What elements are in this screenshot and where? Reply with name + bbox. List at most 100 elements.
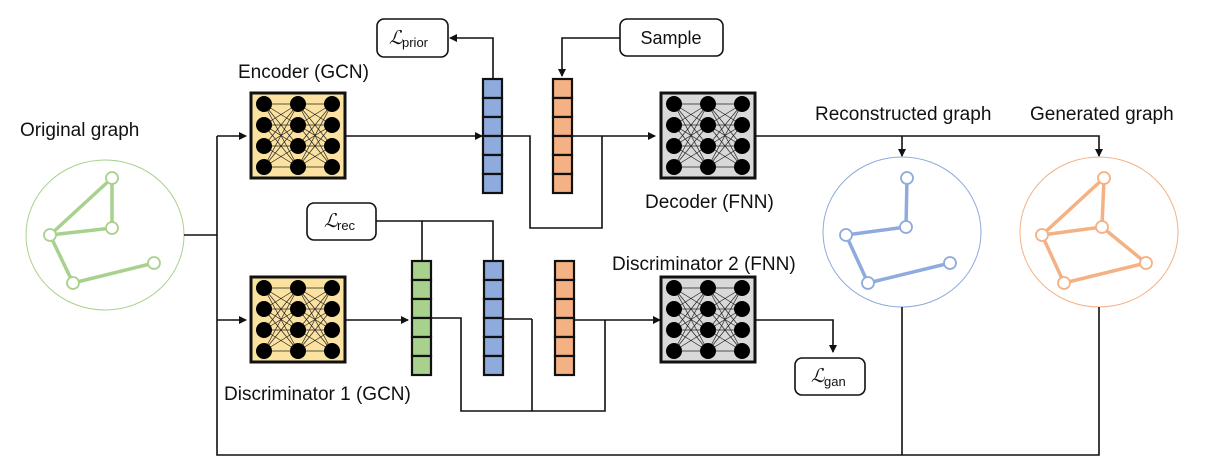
vector-cell [410,278,433,301]
vector-cell [410,316,433,339]
neuron-node [290,117,306,133]
network-edge [297,287,333,331]
neuron-node [700,96,716,112]
vector-cell [553,259,576,282]
neuron-node [324,138,340,154]
neuron-node [734,322,750,338]
decoder-label: Decoder (FNN) [645,192,774,213]
neuron-node [256,96,272,112]
network-edge [263,124,299,168]
original-graph-label: Original graph [20,120,139,141]
vector-cell [551,96,574,119]
neuron-node [666,138,682,154]
vector-cell [553,278,576,301]
network-edge [263,103,299,147]
sample-label: Sample [640,28,701,48]
vector-cell [553,335,576,358]
vector-cell [481,115,504,138]
neuron-node [256,117,272,133]
decoder-network [659,91,757,180]
generated-graph-label: Generated graph [1030,104,1174,125]
network-edge [297,308,333,352]
neuron-node [666,301,682,317]
neuron-node [324,322,340,338]
neuron-node [700,322,716,338]
neuron-node [290,96,306,112]
network-edge [673,287,709,331]
reconstructed-graph [822,156,982,308]
vector-cell [410,259,433,282]
neuron-node [290,343,306,359]
neuron-node [734,138,750,154]
network-edge [673,103,709,168]
vector-cell [410,354,433,377]
neuron-node [256,159,272,175]
discriminator2-label: Discriminator 2 (FNN) [612,254,796,275]
neuron-node [666,117,682,133]
vector-cell [481,153,504,176]
reconstructed-graph-label: Reconstructed graph [815,104,991,125]
network-edge [673,308,709,352]
loss-gan-box: ℒ gan [794,357,866,396]
vector-cell [553,297,576,320]
discriminator1-label: Discriminator 1 (GCN) [224,384,411,405]
vector-cell [551,153,574,176]
vector-cell [410,335,433,358]
network-edge [673,103,709,147]
encoder-network [249,91,347,180]
network-edge [297,287,333,352]
neuron-node [666,343,682,359]
network-edge [707,308,743,352]
neuron-node [700,301,716,317]
loss-rec-symbol: ℒ [324,210,339,232]
network-edge [707,103,743,168]
network-edge [707,124,743,168]
neuron-node [700,138,716,154]
neuron-node [700,117,716,133]
neuron-node [324,96,340,112]
neuron-node [700,343,716,359]
connection-wires [184,34,1103,456]
neuron-node [256,322,272,338]
vector-cell [482,354,505,377]
vector-cell [551,115,574,138]
neuron-node [256,301,272,317]
loss-prior-box: ℒ prior [376,18,449,58]
neuron-node [324,117,340,133]
latent-vector-encoder [481,77,504,195]
sample-box: Sample [619,18,724,57]
network-edge [263,287,299,352]
vector-cell [481,172,504,195]
neuron-node [666,159,682,175]
neuron-node [734,159,750,175]
vector-cell [482,278,505,301]
network-edge [707,287,743,352]
vector-cell [481,77,504,100]
loss-gan-symbol: ℒ [811,365,826,387]
neuron-node [256,343,272,359]
network-edge [263,308,299,352]
network-edge [297,103,333,168]
network-edge [673,124,709,168]
network-edge [263,103,299,168]
neuron-node [290,301,306,317]
vector-cell [482,335,505,358]
neuron-node [256,138,272,154]
neuron-node [666,96,682,112]
network-edge [673,287,709,352]
discriminator1-network [249,275,347,364]
vector-cell [410,297,433,320]
neuron-node [290,280,306,296]
vector-cell [482,316,505,339]
disc1-feature-vector-generated [553,259,576,377]
network-edge [707,103,743,147]
neuron-node [324,159,340,175]
loss-prior-subscript: prior [402,35,429,50]
neuron-node [700,280,716,296]
neuron-node [734,301,750,317]
neuron-node [324,280,340,296]
vector-cell [482,259,505,282]
neuron-node [324,301,340,317]
disc1-feature-vector-reconstructed [482,259,505,377]
